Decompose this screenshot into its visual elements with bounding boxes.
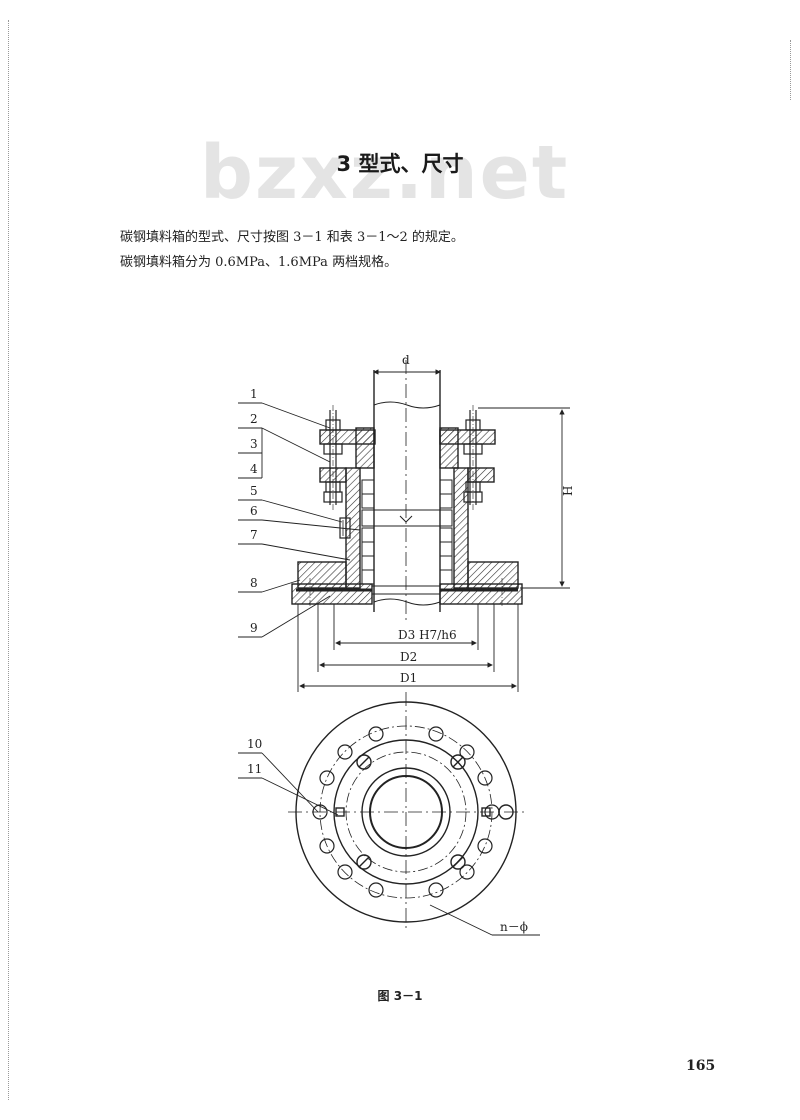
- flange-bolt-holes: [312, 726, 500, 898]
- part-label-4: 4: [250, 462, 258, 476]
- dim-label-holes: n－ϕ: [500, 920, 528, 934]
- part-label-2: 2: [250, 412, 258, 426]
- paragraph-1: 碳钢填料箱的型式、尺寸按图 3－1 和表 3－1～2 的规定。: [120, 230, 464, 245]
- left-page-edge: [8, 20, 9, 1100]
- paragraph-2: 碳钢填料箱分为 0.6MPa、1.6MPa 两档规格。: [120, 255, 398, 270]
- dimension-lines: [297, 369, 570, 692]
- watermark: bzxz.net: [200, 130, 570, 216]
- figure-caption: 图 3－1: [377, 989, 423, 1003]
- part-label-5: 5: [250, 484, 258, 498]
- dim-label-D1: D1: [400, 671, 417, 685]
- section-view: [291, 360, 523, 620]
- dim-label-d: d: [402, 353, 410, 367]
- part-label-10: 10: [247, 737, 262, 751]
- gland-bolts: [335, 754, 514, 870]
- part-label-6: 6: [250, 504, 258, 518]
- section-heading: 3 型式、尺寸: [336, 152, 464, 176]
- right-page-edge: [790, 40, 791, 100]
- dim-label-D3: D3 H7/h6: [398, 628, 457, 642]
- part-label-3: 3: [250, 437, 258, 451]
- part-label-8: 8: [250, 576, 258, 590]
- dim-label-H: H: [561, 486, 575, 496]
- part-label-7: 7: [250, 528, 258, 542]
- dim-label-D2: D2: [400, 650, 417, 664]
- leader-lines: [238, 402, 540, 936]
- part-label-9: 9: [250, 621, 258, 635]
- part-label-1: 1: [250, 387, 258, 401]
- page-number: 165: [686, 1058, 716, 1074]
- part-label-11: 11: [247, 762, 262, 776]
- plan-view: [288, 692, 524, 932]
